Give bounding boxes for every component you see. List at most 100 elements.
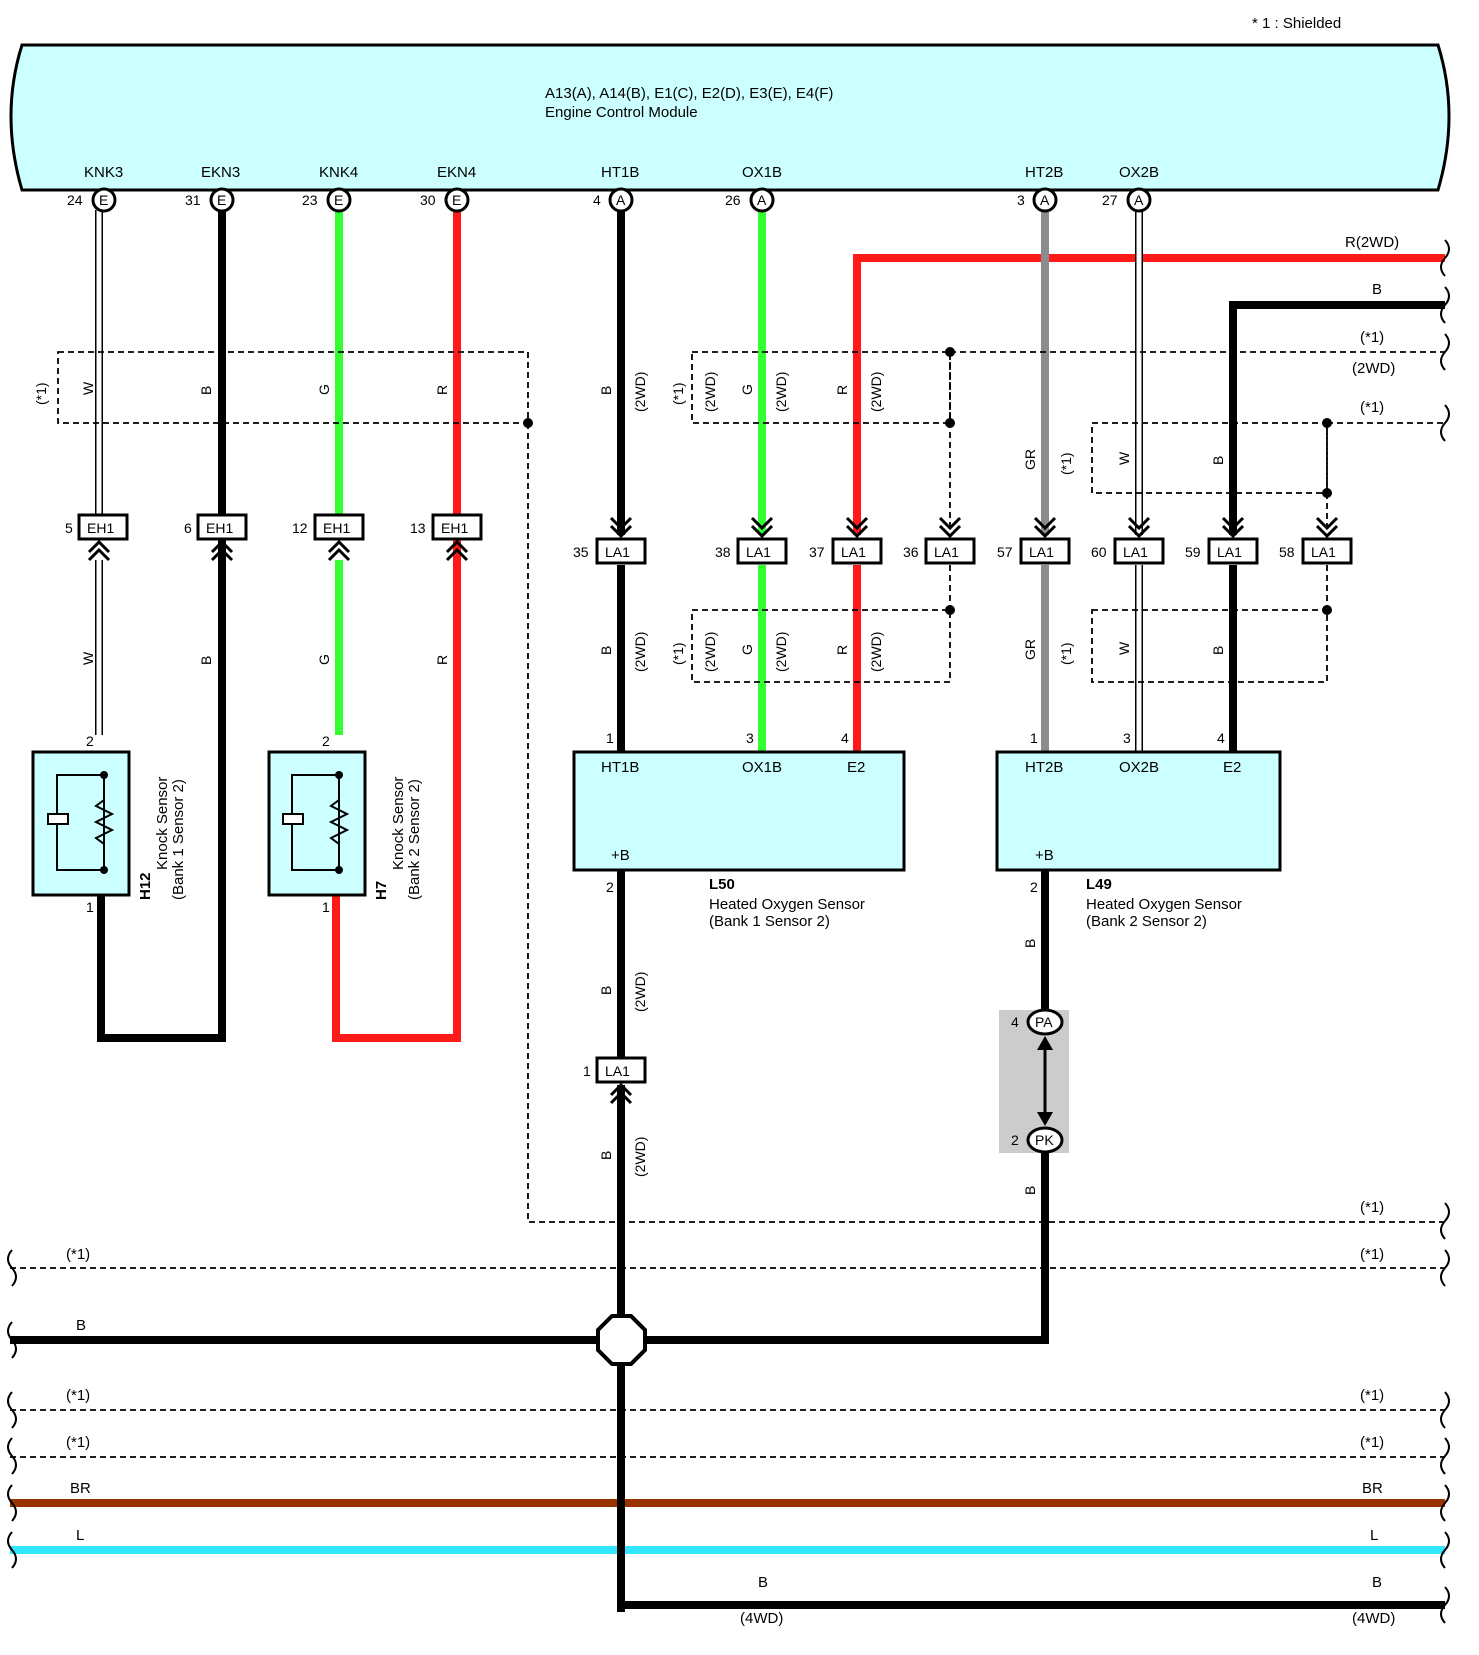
wc-w2: W <box>80 651 96 665</box>
node-d <box>1322 488 1332 498</box>
pa-pk-arrow <box>1037 1036 1053 1126</box>
wc-ht1b-b3: B <box>598 986 614 995</box>
eh1-box-5 <box>77 513 129 541</box>
wc-e2-r1: R <box>834 385 850 395</box>
l49-tb: +B <box>1035 847 1054 864</box>
h7-pin-top: 2 <box>322 733 330 749</box>
ecm-pin-conn-30: E <box>452 192 461 208</box>
wc-ht1b-b1: B <box>598 386 614 395</box>
ecm-pin-num-3: 3 <box>1017 192 1025 208</box>
wc-ox2b-w1: W <box>1116 451 1132 465</box>
la1-box-37 <box>831 537 883 565</box>
ecm-pin-conn-31: E <box>217 192 226 208</box>
shield-knock-node <box>523 418 533 428</box>
hl-shield-r5: (*1) <box>1360 1387 1384 1404</box>
wc-ht1b-2wd2: (2WD) <box>632 632 648 672</box>
ecm-pins <box>91 187 1152 213</box>
la1-box-36 <box>924 537 976 565</box>
terminal-ox1b: OX1B <box>742 164 782 181</box>
h7-name: Knock Sensor <box>390 777 407 870</box>
ecm-pin-num-31: 31 <box>185 192 201 208</box>
node-a <box>945 347 955 357</box>
la1-pin-60: 60 <box>1091 544 1107 560</box>
hl-4wd-right: (4WD) <box>1352 1610 1395 1627</box>
wc-g1: G <box>316 384 332 395</box>
wc-e2b-b1: B <box>1210 456 1226 465</box>
hl-shield-l4: (*1) <box>66 1246 90 1263</box>
wc-ht1b-2wd4: (2WD) <box>632 1137 648 1177</box>
eh1-box-13 <box>431 513 483 541</box>
l49-p1: 1 <box>1030 730 1038 746</box>
la1-id-58: LA1 <box>1311 544 1336 560</box>
ecm-box <box>9 43 1451 192</box>
knock-sensor-h12 <box>31 750 131 897</box>
shield-knock-return <box>527 423 1445 1223</box>
la1-id-60: LA1 <box>1123 544 1148 560</box>
ecm-pin-conn-4: A <box>616 192 626 208</box>
h12-name: Knock Sensor <box>154 777 171 870</box>
hl-2wd-r1: (2WD) <box>1352 360 1395 377</box>
wire-ekn4-red <box>332 210 461 1042</box>
wire-e2-black <box>1229 301 1445 752</box>
eh1-id-6: EH1 <box>206 520 233 536</box>
pk-pinnum: 2 <box>1011 1132 1019 1148</box>
l50-body <box>572 750 906 872</box>
eh1-pin-12: 12 <box>292 520 308 536</box>
terminal-ekn4: EKN4 <box>437 164 476 181</box>
wc-l49-b2: B <box>1022 1186 1038 1195</box>
wc-ht1b-b4: B <box>598 1151 614 1160</box>
ecm-pin-circle-31 <box>209 187 235 213</box>
la1-pin-59: 59 <box>1185 544 1201 560</box>
ecm-pin-conn-24: E <box>99 192 108 208</box>
terminal-ox2b: OX2B <box>1119 164 1159 181</box>
pa-pinnum: 4 <box>1011 1014 1019 1030</box>
pk-pin <box>1026 1126 1064 1154</box>
h7-code: H7 <box>373 881 390 900</box>
hl-l-left: L <box>76 1527 84 1544</box>
wc-b2: B <box>198 656 214 665</box>
wc-ht2b-gr2: GR <box>1022 639 1038 660</box>
l50-code: L50 <box>709 876 735 893</box>
wc-ox1b-g2: G <box>739 644 755 655</box>
l50-pb: 2 <box>606 879 614 895</box>
ecm-pin-conn-27: A <box>1134 192 1144 208</box>
wc-r1: R <box>434 385 450 395</box>
l50-t3: E2 <box>847 759 865 776</box>
la1-id-37: LA1 <box>841 544 866 560</box>
node-c <box>1322 418 1332 428</box>
l50-t2: OX1B <box>742 759 782 776</box>
l50-p3: 4 <box>841 730 849 746</box>
l50-t1: HT1B <box>601 759 639 776</box>
ecm-pin-num-30: 30 <box>420 192 436 208</box>
la1-box-58 <box>1301 537 1353 565</box>
hl-r2wd: R(2WD) <box>1345 234 1399 251</box>
l49-t1: HT2B <box>1025 759 1063 776</box>
wc-2wd-b: (2WD) <box>702 632 718 672</box>
l49-body <box>995 750 1282 872</box>
la1-pin-35: 35 <box>573 544 589 560</box>
hl-b-bottom-right: B <box>1372 1574 1382 1591</box>
wc-ox1b-2wd2: (2WD) <box>773 632 789 672</box>
terminal-knk4: KNK4 <box>319 164 358 181</box>
terminal-ht1b: HT1B <box>601 164 639 181</box>
l49-code: L49 <box>1086 876 1112 893</box>
l49-sub: (Bank 2 Sensor 2) <box>1086 913 1207 930</box>
hl-l-right: L <box>1370 1527 1378 1544</box>
horizontal-labels: R(2WD) B (*1) (2WD) (*1) (*1) (*1) (*1) … <box>66 234 1399 1627</box>
wc-b1: B <box>198 386 214 395</box>
eh1-id-12: EH1 <box>323 520 350 536</box>
node-f <box>1322 605 1332 615</box>
l49-name: Heated Oxygen Sensor <box>1086 896 1242 913</box>
hl-b-right: B <box>1372 281 1382 298</box>
la1-pin-37: 37 <box>809 544 825 560</box>
hl-br-left: BR <box>70 1480 91 1497</box>
la1-box-59 <box>1207 537 1259 565</box>
ground-splice <box>596 1314 647 1366</box>
wc-ox1b-2wd1: (2WD) <box>773 372 789 412</box>
wc-r2: R <box>434 655 450 665</box>
wc-g2: G <box>316 654 332 665</box>
la1-box-35 <box>595 537 647 565</box>
la1-box-57 <box>1019 537 1071 565</box>
la1-id-59: LA1 <box>1217 544 1242 560</box>
